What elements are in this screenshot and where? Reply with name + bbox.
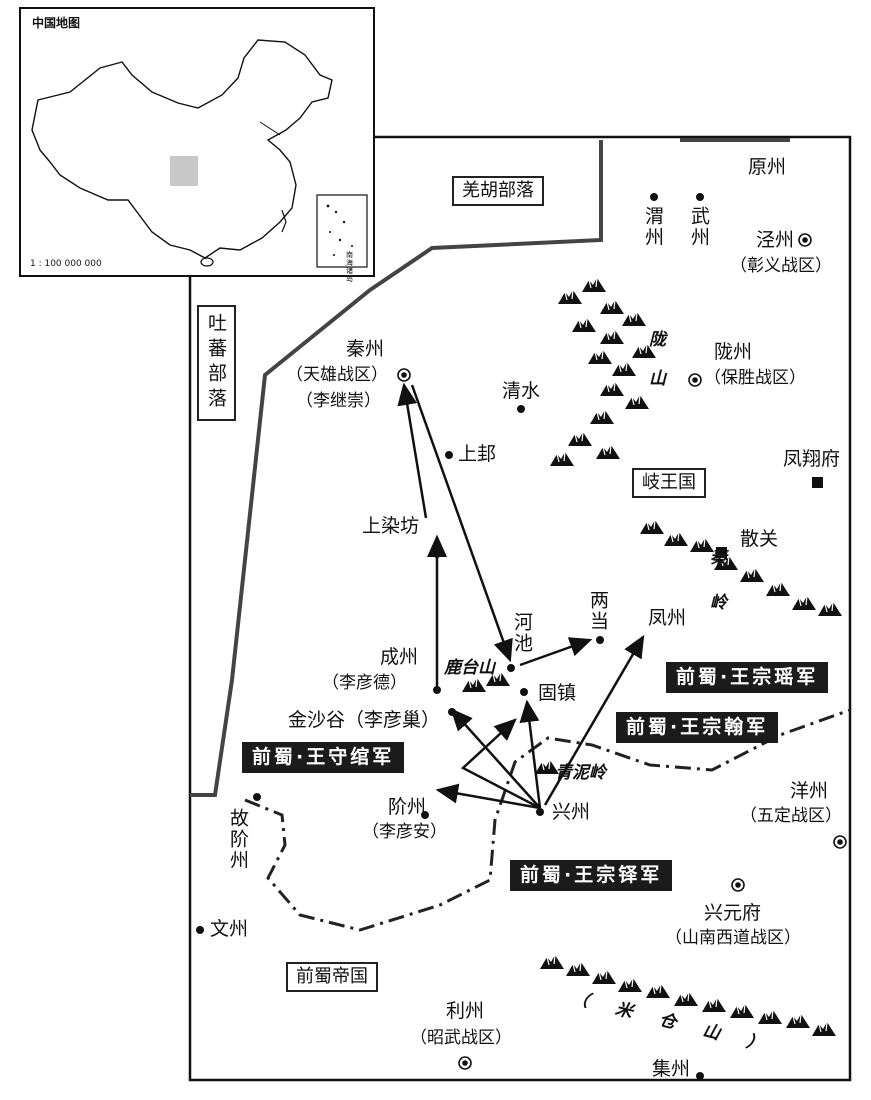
label-qinzhou-sub2: （李继崇） — [296, 391, 381, 411]
lutai-mountain-icon — [461, 677, 487, 693]
longshan-mountains — [549, 277, 657, 467]
label-jingzhou-sub: （彰义战区） — [730, 256, 832, 276]
location-highlight — [170, 156, 198, 186]
south-sea-label: 南海诸岛 — [346, 251, 353, 283]
inset-coast-detail — [259, 121, 281, 136]
label-jingzhou: 泾州 — [756, 229, 795, 251]
label-yangzhou-sub: （五定战区） — [740, 806, 842, 826]
label-longshan: 陇山 — [645, 330, 665, 408]
inset-map-frame — [19, 7, 375, 277]
army-wang-shouguan: 前蜀·王守绾军 — [242, 742, 405, 773]
label-chengzhou: 成州 — [380, 646, 419, 668]
region-qianghu: 羌胡部落 — [452, 176, 544, 206]
inset-scale: 1 : 100 000 000 — [30, 259, 102, 269]
label-qinzhou: 秦州 — [346, 338, 385, 360]
china-outline — [31, 39, 333, 259]
frontier-boundary — [244, 708, 851, 932]
label-yuanzhou: 原州 — [748, 156, 787, 178]
label-guzhen: 固镇 — [538, 682, 577, 704]
region-qiwang: 岐王国 — [632, 468, 706, 498]
capital-markers — [397, 233, 847, 1070]
label-liangdang: 两当 — [587, 590, 609, 632]
label-qingniling: 青泥岭 — [555, 763, 606, 783]
army-wang-zonghan: 前蜀·王宗翰军 — [616, 712, 779, 743]
label-xingyuanfu: 兴元府 — [704, 902, 762, 924]
label-xingyuanfu-sub: （山南西道战区） — [665, 928, 801, 948]
main-map-frame — [188, 135, 852, 1082]
label-qingshui: 清水 — [502, 380, 541, 402]
label-longzhou: 陇州 — [714, 341, 753, 363]
label-gujiezhou: 故阶州 — [227, 808, 249, 871]
label-fengxiang: 凤翔府 — [783, 448, 841, 470]
campaign-arrows — [397, 382, 645, 810]
place-markers — [196, 193, 823, 1080]
label-lizhou: 利州 — [446, 1000, 485, 1022]
label-shanggui: 上邽 — [458, 443, 497, 465]
label-fengzhou: 凤州 — [648, 607, 687, 629]
label-hechi: 河池 — [511, 612, 533, 654]
label-lizhou-sub: （昭武战区） — [410, 1028, 512, 1048]
label-jiezhou: 阶州 — [388, 796, 427, 818]
label-shangranfang: 上染坊 — [362, 515, 420, 537]
label-chengzhou-sub: （李彦德） — [322, 673, 407, 693]
label-qinzhou-sub1: （天雄战区） — [286, 365, 388, 385]
border-lines — [190, 138, 790, 797]
label-jiezhou-sub: （李彦安） — [362, 822, 447, 842]
inset-title: 中国地图 — [32, 16, 81, 30]
label-weizhou: 渭州 — [642, 206, 664, 248]
label-qinling: 秦岭 — [706, 548, 726, 638]
region-qianshu: 前蜀帝国 — [286, 962, 378, 992]
label-sanguan: 散关 — [740, 528, 779, 550]
region-tubo: 吐蕃部落 — [197, 305, 236, 421]
label-longzhou-sub: （保胜战区） — [704, 368, 806, 388]
army-wang-zongyi: 前蜀·王宗铎军 — [510, 860, 673, 891]
south-sea-islands — [326, 204, 353, 256]
taiwan-outline — [281, 209, 287, 233]
army-wang-zongyao: 前蜀·王宗瑶军 — [666, 662, 829, 693]
label-yangzhou: 洋州 — [790, 780, 829, 802]
label-wenzhou: 文州 — [210, 918, 249, 940]
label-wuzhou: 武州 — [688, 206, 710, 248]
south-sea-inset — [316, 194, 368, 268]
label-jinshagu: 金沙谷（李彦巢） — [288, 709, 441, 731]
label-jizhou: 集州 — [652, 1058, 691, 1080]
label-lutaishan: 鹿台山 — [444, 658, 495, 678]
label-xingzhou: 兴州 — [552, 801, 591, 823]
hainan-outline — [200, 257, 214, 267]
